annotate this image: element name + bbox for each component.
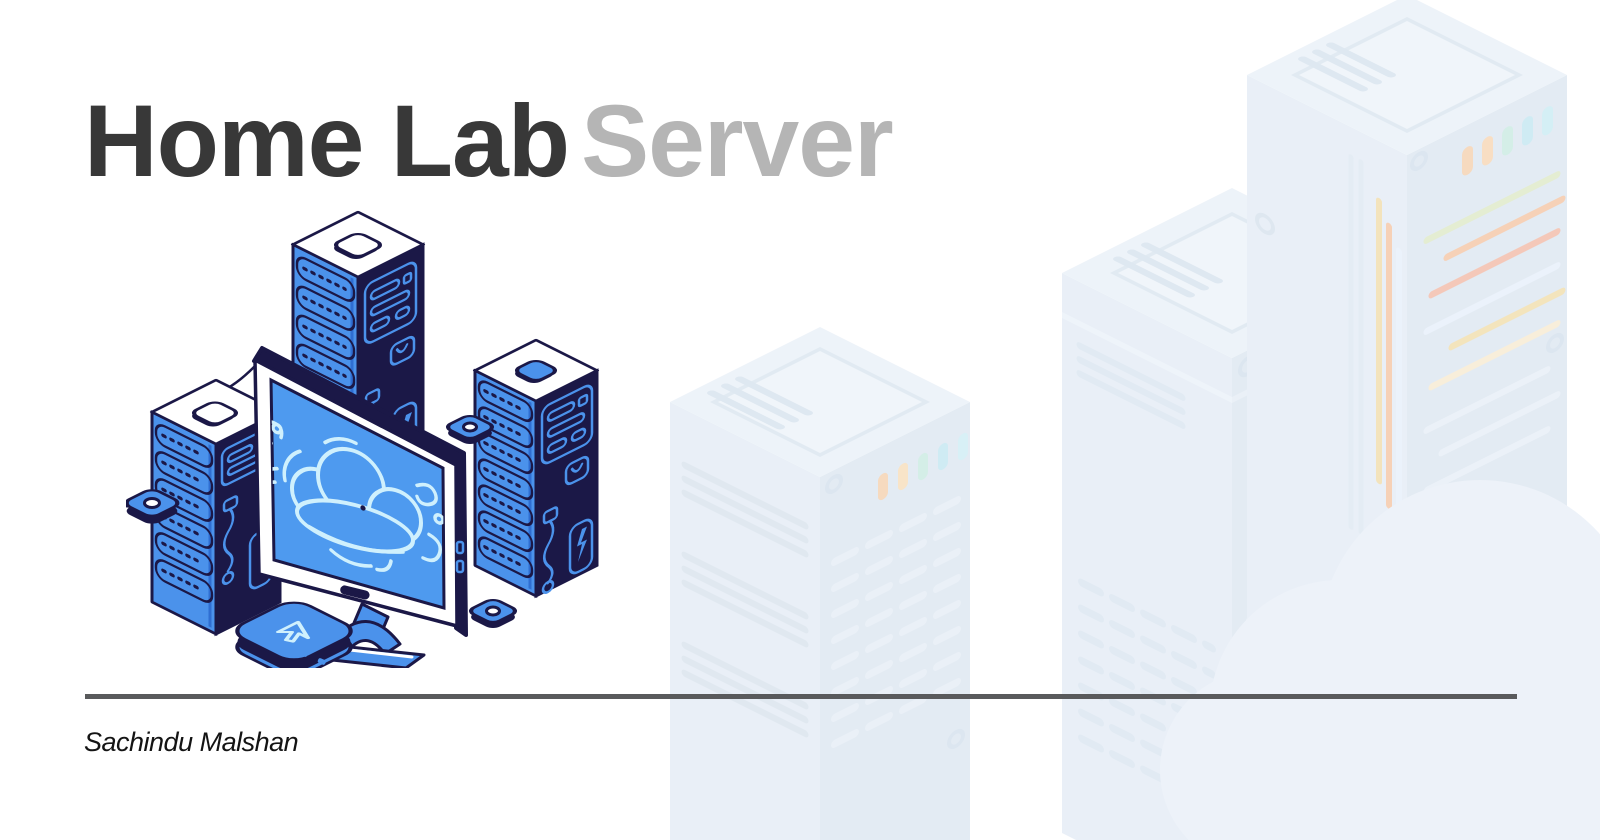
- title-primary: Home Lab: [84, 84, 570, 198]
- handle-icon: [333, 232, 383, 258]
- mini-pc-pad: [235, 601, 353, 668]
- smile-port-icon: [395, 343, 409, 354]
- lightning-bolt-icon: [577, 526, 587, 563]
- smile-port-icon: [570, 462, 584, 473]
- author-name: Sachindu Malshan: [84, 727, 299, 757]
- server-tower-right: [472, 338, 600, 599]
- cloud-icon: [271, 419, 444, 572]
- status-trace-lines: [1423, 171, 1566, 494]
- usb-dongle-right: [468, 598, 518, 628]
- handle-icon: [514, 359, 558, 382]
- cursor-arrow-icon: [275, 620, 311, 643]
- usb-dongle-middle: [445, 414, 495, 444]
- server-tower-left: [149, 378, 283, 637]
- power-cable-icon: [223, 507, 235, 573]
- background-cloud-icon: [1160, 480, 1600, 840]
- power-cable-icon: [543, 519, 555, 585]
- background-tower-left: [670, 327, 970, 840]
- usb-dongle-left: [126, 489, 180, 524]
- title-secondary: Server: [581, 84, 894, 198]
- home-lab-illustration: [126, 210, 600, 668]
- handle-icon: [191, 401, 239, 425]
- led-indicators: [1462, 106, 1553, 176]
- background-server-racks-illustration: [670, 0, 1600, 840]
- divider-line: [85, 694, 1517, 699]
- led-indicators: [878, 432, 968, 501]
- monitor: [252, 346, 468, 637]
